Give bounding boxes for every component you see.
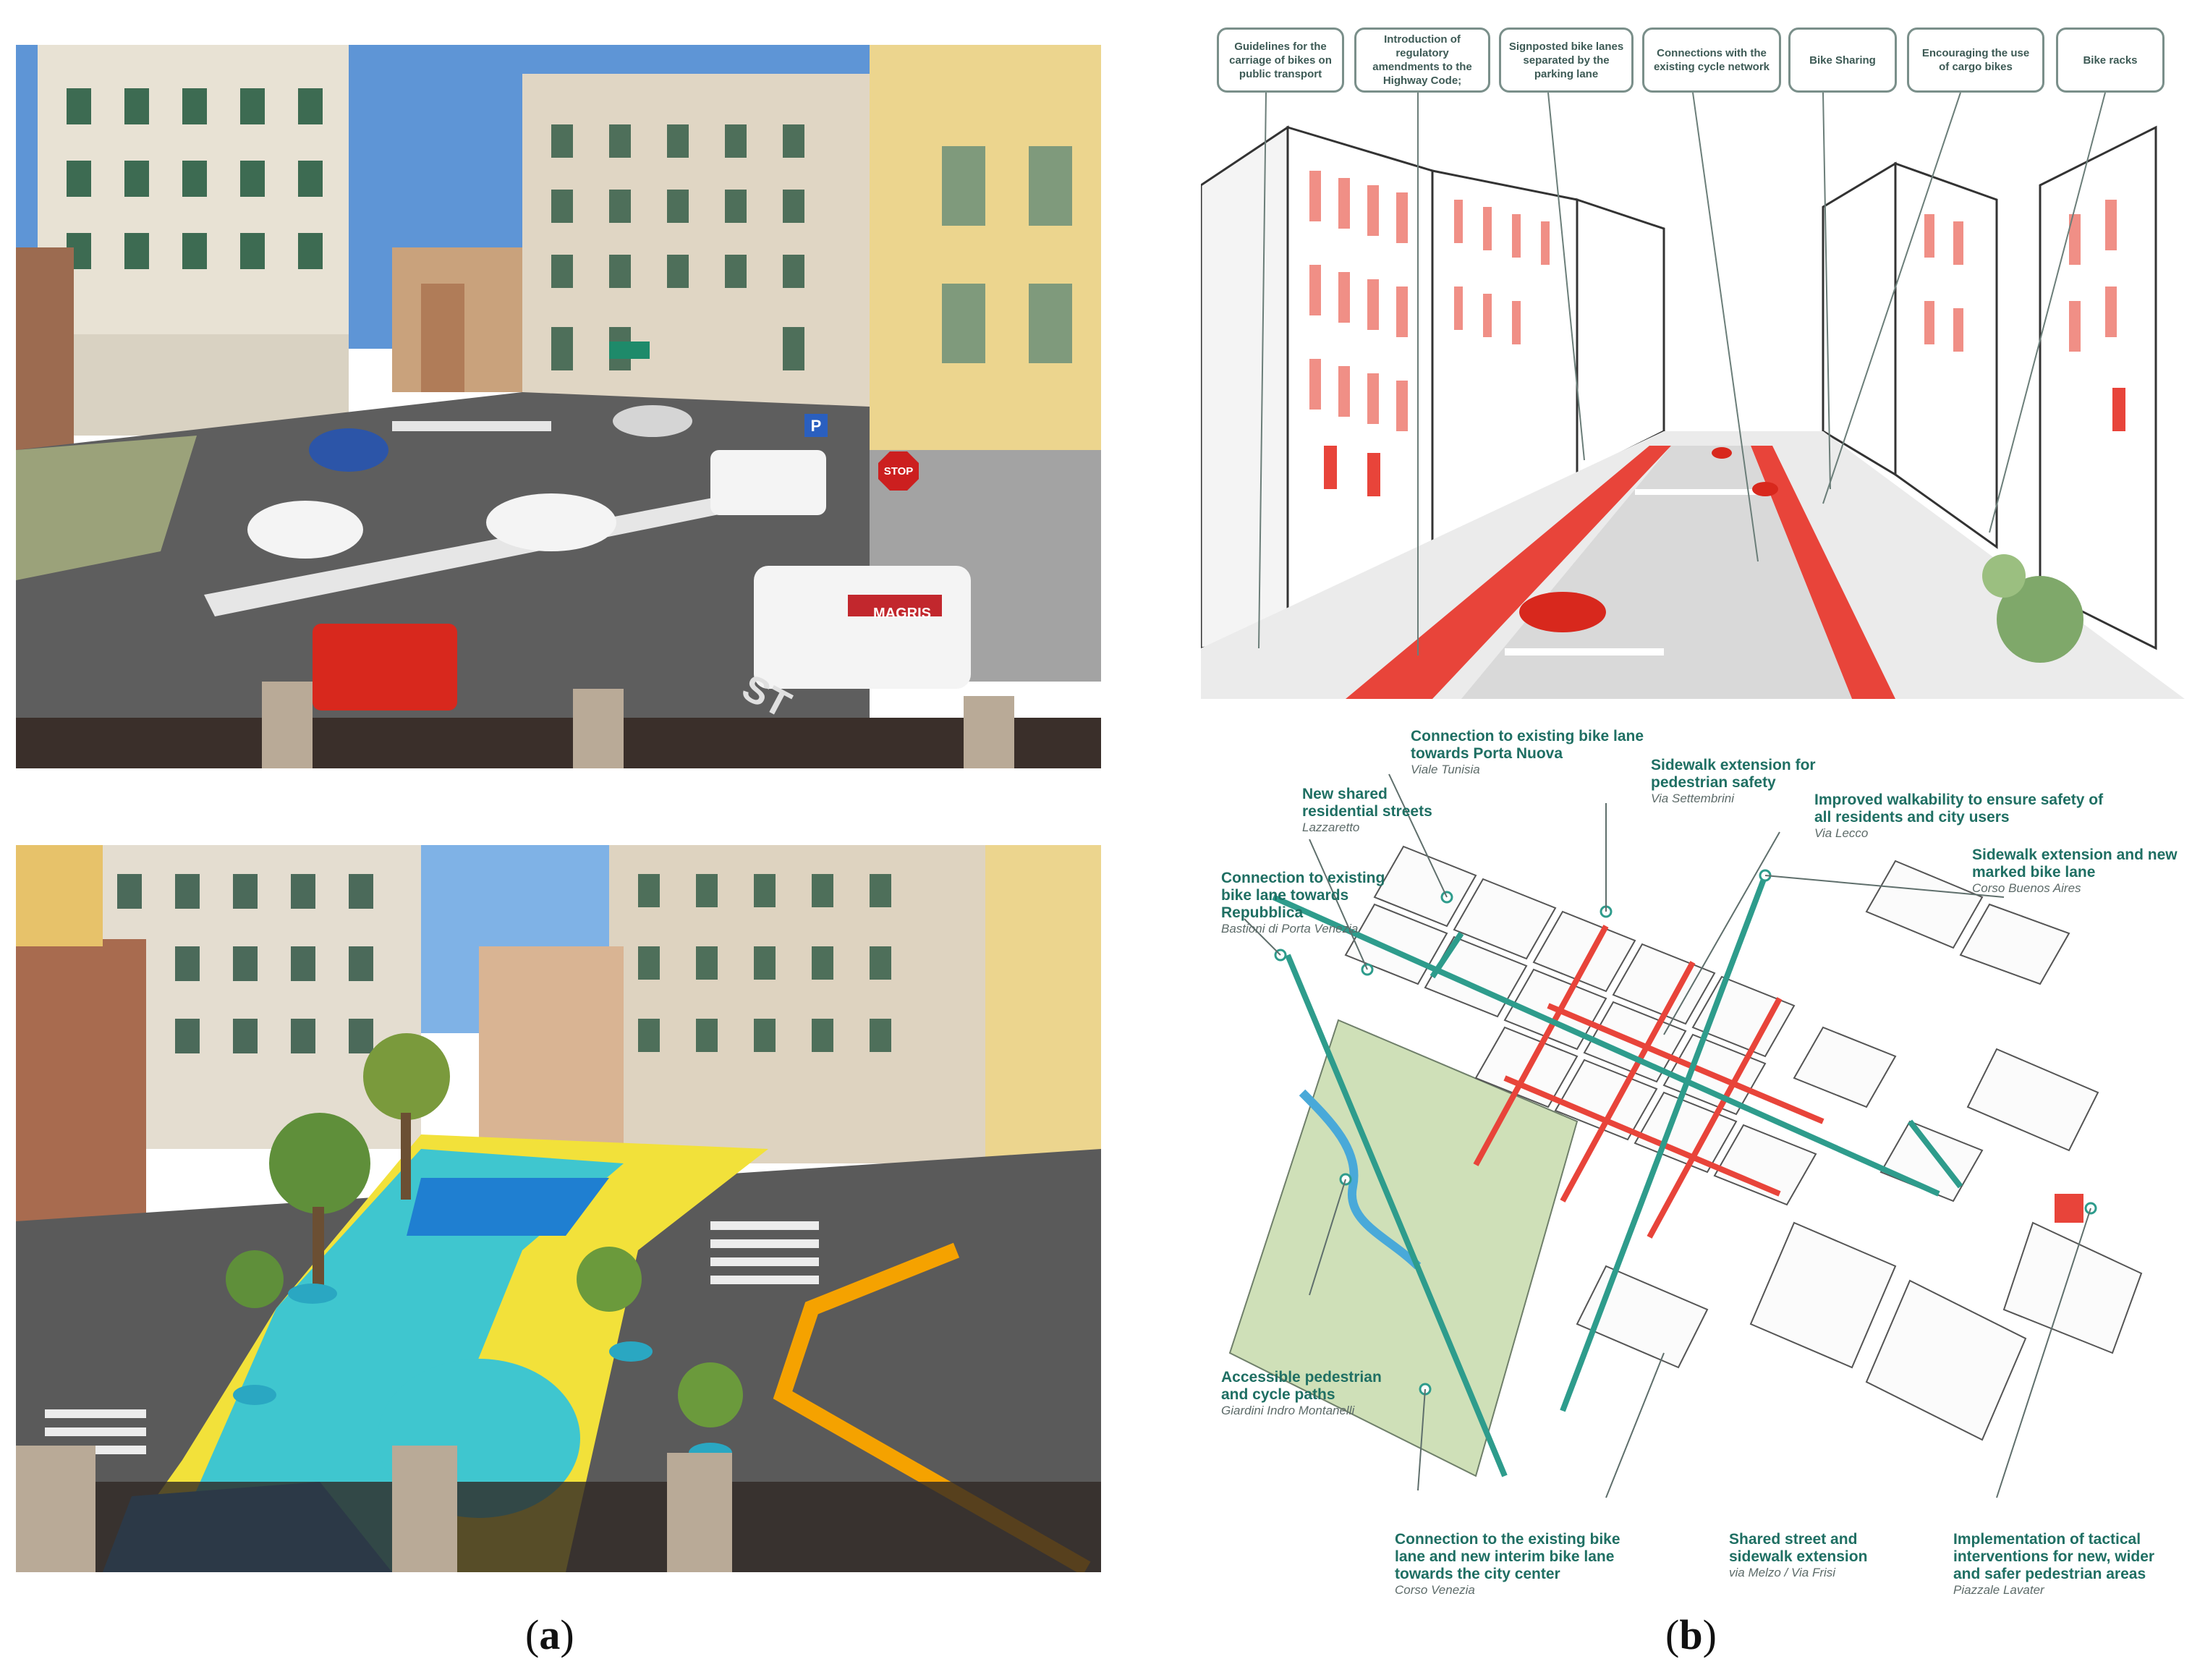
van-lettering: MAGRIS <box>873 606 931 621</box>
photo-before: STOP P MAGRIS ST <box>16 45 1101 768</box>
stop-sign-shape <box>878 451 919 491</box>
stop-sign-text: STOP <box>884 465 914 478</box>
callout-bike-carriage: Guidelines for the carriage of bikes on … <box>1217 27 1344 93</box>
map-label-settembrini: Sidewalk extension for pedestrian safety… <box>1651 757 1816 805</box>
photo-after <box>16 845 1101 1572</box>
callout-cargo-bikes: Encouraging the use of cargo bikes <box>1907 27 2044 93</box>
map-label-repubblica: Connection to existing bike lane towards… <box>1221 870 1385 936</box>
street-sketch: Guidelines for the carriage of bikes on … <box>1201 26 2185 699</box>
caption-b: (b) <box>1665 1611 1717 1658</box>
caption-a: (a) <box>525 1611 574 1658</box>
map-label-buenos-aires: Sidewalk extension and new marked bike l… <box>1972 847 2178 895</box>
callout-cycle-network: Connections with the existing cycle netw… <box>1642 27 1781 93</box>
callout-bike-racks: Bike racks <box>2056 27 2165 93</box>
map-label-via-lecco: Improved walkability to ensure safety of… <box>1814 792 2104 840</box>
map-label-corso-venezia: Connection to the existing bike lane and… <box>1395 1531 1620 1597</box>
callout-highway-code: Introduction of regulatory amendments to… <box>1354 27 1490 93</box>
callout-bike-sharing: Bike Sharing <box>1788 27 1897 93</box>
parking-sign <box>804 414 828 437</box>
parking-sign-text: P <box>811 417 822 435</box>
map-label-lavater: Implementation of tactical interventions… <box>1953 1531 2155 1597</box>
map-label-porta-nuova: Connection to existing bike lane towards… <box>1411 728 1644 776</box>
callout-signposted-lanes: Signposted bike lanes separated by the p… <box>1499 27 1634 93</box>
district-map: Connection to existing bike lane towards… <box>1201 716 2185 1606</box>
